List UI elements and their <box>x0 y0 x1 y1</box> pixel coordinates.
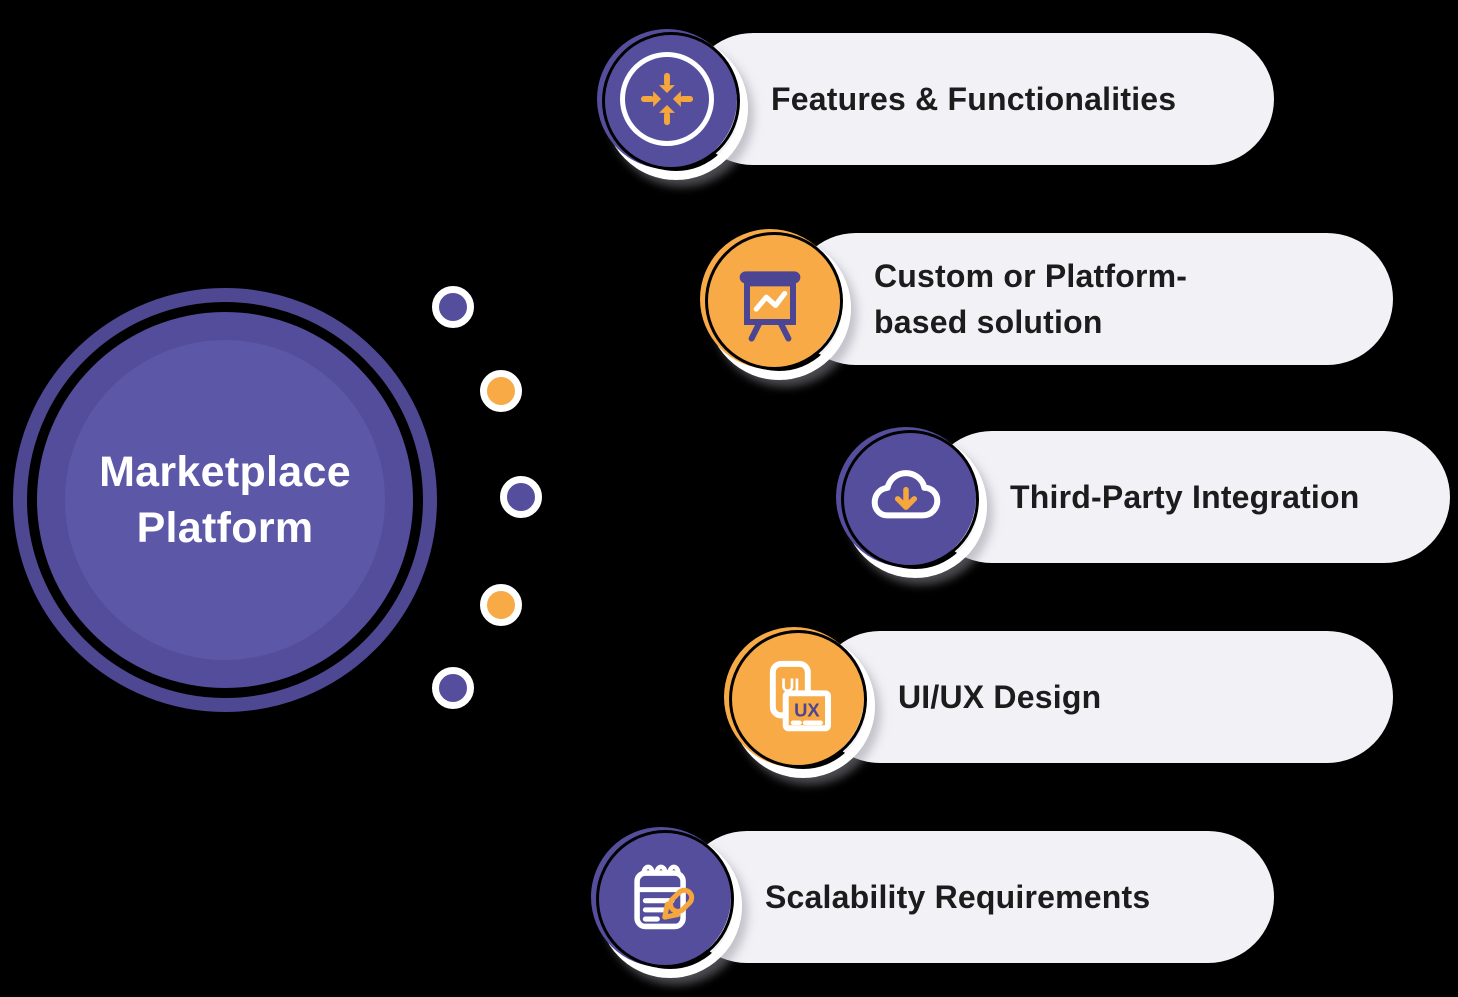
item-badge <box>597 29 748 180</box>
item-label: Features & Functionalities <box>771 81 1177 117</box>
item-label: UI/UX Design <box>898 679 1102 715</box>
item-pill: UI/UX Design <box>814 631 1393 763</box>
badge-outline-ring <box>729 630 867 768</box>
item-pill: Custom or Platform-based solution <box>790 233 1393 365</box>
item-badge <box>591 827 742 978</box>
item-pill: Third-Party Integration <box>926 431 1450 563</box>
badge-outline-ring <box>596 830 734 968</box>
uiux-cards-icon: UI UX <box>724 627 864 767</box>
item-label: Scalability Requirements <box>765 879 1151 915</box>
hub-title-line2: Platform <box>136 504 314 552</box>
hub-title-line1: Marketplace <box>99 448 351 496</box>
presentation-board-icon <box>700 229 840 369</box>
hub-title: Marketplace Platform <box>13 288 437 712</box>
item-label: Third-Party Integration <box>1010 479 1360 515</box>
item-label: Custom or Platform-based solution <box>874 258 1188 340</box>
ui-label: UI <box>781 674 799 695</box>
connector-dot <box>480 584 522 626</box>
notepad-pencil-icon <box>591 827 731 967</box>
item-pill: Features & Functionalities <box>687 33 1274 165</box>
hub-inner-disc <box>65 340 385 660</box>
connector-dot <box>432 667 474 709</box>
connector-dot <box>500 476 542 518</box>
cloud-download-icon <box>836 427 976 567</box>
hub-accent-ring <box>29 304 421 696</box>
connector-dot <box>480 370 522 412</box>
item-pill: Scalability Requirements <box>681 831 1274 963</box>
badge-outline-ring <box>602 32 740 170</box>
item-badge <box>700 229 851 380</box>
item-badge: UI UX <box>724 627 875 778</box>
connector-dot <box>432 286 474 328</box>
badge-outline-ring <box>705 232 843 370</box>
badge-outline-ring <box>841 430 979 568</box>
item-badge <box>836 427 987 578</box>
converge-arrows-icon <box>597 29 737 169</box>
ux-label: UX <box>794 699 820 720</box>
